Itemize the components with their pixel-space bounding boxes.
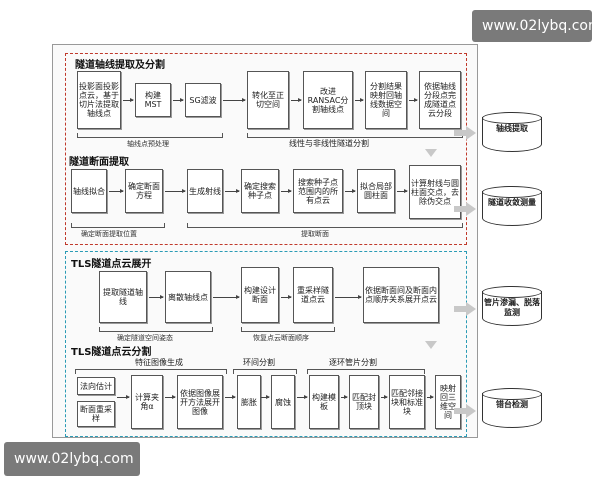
output-arrow xyxy=(454,202,476,216)
brace xyxy=(307,369,425,374)
section-title-crosssection: 隧道断面提取 xyxy=(69,157,129,168)
box-s2-0: 轴线拟合 xyxy=(71,169,107,213)
brace xyxy=(233,369,297,374)
box-s2-3: 确定搜索种子点 xyxy=(241,169,279,213)
diagram-frame: 隧道轴线提取及分割 投影面投影点云，基于切片法提取轴线点 构建MST SG滤波 … xyxy=(52,44,478,438)
box-s4-1: 断面重采样 xyxy=(77,401,115,427)
sublabel-s1-b: 线性与非线性隧道分割 xyxy=(289,139,369,148)
region-tls xyxy=(65,251,467,437)
output-axis-extraction: 轴线提取 xyxy=(482,112,542,154)
arrow xyxy=(291,98,302,102)
arrow xyxy=(335,295,362,299)
box-s1-1: 构建MST xyxy=(135,83,171,117)
arrow xyxy=(397,189,408,193)
arrow xyxy=(409,98,418,102)
head-feature-image: 特征图像生成 xyxy=(135,358,183,367)
brace xyxy=(187,223,463,228)
brace xyxy=(71,223,165,228)
box-s4-7: 匹配封顶块 xyxy=(349,375,379,429)
output-arrow xyxy=(454,126,476,140)
box-s2-1: 确定断面方程 xyxy=(125,169,163,213)
box-s3-0: 提取隧道轴线 xyxy=(99,271,147,323)
sublabel-s2-a: 确定断面提取位置 xyxy=(81,230,137,238)
box-s4-2: 计算夹角α xyxy=(131,375,163,429)
output-label: 错台检测 xyxy=(496,400,528,409)
output-label: 管片渗漏、脱落监测 xyxy=(484,298,540,317)
box-s3-1: 离散轴线点 xyxy=(165,271,211,323)
output-arrow xyxy=(454,302,476,316)
box-s1-3: 转化至正切空间 xyxy=(247,71,289,129)
arrow xyxy=(261,395,270,399)
watermark-bottom: www.02lybq.com xyxy=(4,442,140,476)
down-arrow xyxy=(425,341,437,349)
output-leakage: 管片渗漏、脱落监测 xyxy=(482,286,542,328)
box-s1-5: 分割结果映射回轴线数据空间 xyxy=(365,71,407,129)
box-s2-6: 计算射线与圆柱面交点，去除伪交点 xyxy=(409,165,461,219)
brace xyxy=(99,327,213,332)
box-s4-9: 映射回三维空间 xyxy=(435,375,461,429)
arrow xyxy=(427,395,434,399)
arrow xyxy=(225,189,240,193)
box-s4-6: 构建模板 xyxy=(309,375,339,429)
arrow xyxy=(117,395,130,399)
arrow xyxy=(381,395,388,399)
box-s1-4: 改进RANSAC分割轴线点 xyxy=(303,71,353,129)
arrow xyxy=(123,98,134,102)
output-label: 轴线提取 xyxy=(496,124,528,133)
brace xyxy=(77,133,223,138)
section-title-axis: 隧道轴线提取及分割 xyxy=(75,60,165,71)
sublabel-s3-b: 恢复点云断面顺序 xyxy=(253,334,309,342)
arrow xyxy=(223,98,246,102)
brace xyxy=(75,369,227,374)
output-dislocation: 错台检测 xyxy=(482,388,542,430)
output-convergence: 隧道收敛测量 xyxy=(482,186,542,228)
box-s4-0: 法向估计 xyxy=(77,377,115,395)
box-s1-0: 投影面投影点云，基于切片法提取轴线点 xyxy=(77,71,121,129)
arrow xyxy=(341,395,348,399)
box-s2-5: 拟合局部圆柱面 xyxy=(357,169,395,213)
down-arrow xyxy=(425,149,437,157)
arrow xyxy=(225,395,236,399)
output-arrow xyxy=(454,404,476,418)
box-s3-4: 依据断面间及断面内点顺序关系展开点云 xyxy=(363,267,439,323)
box-s4-3: 依据图像展开方法展开图像 xyxy=(177,375,223,429)
box-s4-5: 腐蚀 xyxy=(271,375,295,429)
arrow xyxy=(165,395,176,399)
box-s2-2: 生成射线 xyxy=(187,169,223,213)
arrow xyxy=(173,98,184,102)
arrow xyxy=(149,295,164,299)
sublabel-s3-a: 确定隧道空间姿态 xyxy=(117,334,173,342)
arrow xyxy=(281,189,292,193)
sublabel-s2-b: 提取断面 xyxy=(301,230,329,238)
box-s1-6: 依据轴线分段点完成隧道点云分段 xyxy=(419,71,461,129)
arrow xyxy=(109,189,124,193)
box-s2-4: 搜索种子点范围内的所有点云 xyxy=(293,169,343,213)
arrow xyxy=(165,189,186,193)
arrow xyxy=(345,189,356,193)
output-label: 隧道收敛测量 xyxy=(488,198,536,207)
box-s3-2: 构建设计断面 xyxy=(241,267,279,323)
box-s3-3: 重采样隧道点云 xyxy=(293,267,333,323)
arrow xyxy=(297,395,308,399)
arrow xyxy=(213,295,240,299)
arrow xyxy=(281,295,292,299)
head-segment-by-ring: 逐环管片分割 xyxy=(329,358,377,367)
sublabel-s1-a: 轴线点预处理 xyxy=(127,140,169,148)
region-axis-and-crosssection xyxy=(65,53,467,245)
box-s4-4: 膨胀 xyxy=(237,375,261,429)
arrow xyxy=(355,98,364,102)
section-title-segment: TLS隧道点云分割 xyxy=(71,347,152,358)
brace xyxy=(241,327,335,332)
watermark-top: www.02lybq.com xyxy=(472,10,600,42)
head-ring-segment: 环间分割 xyxy=(243,358,275,367)
box-s4-8: 匹配邻接块和标准块 xyxy=(389,375,425,429)
section-title-unfold: TLS隧道点云展开 xyxy=(71,259,152,270)
box-s1-2: SG滤波 xyxy=(185,83,221,117)
